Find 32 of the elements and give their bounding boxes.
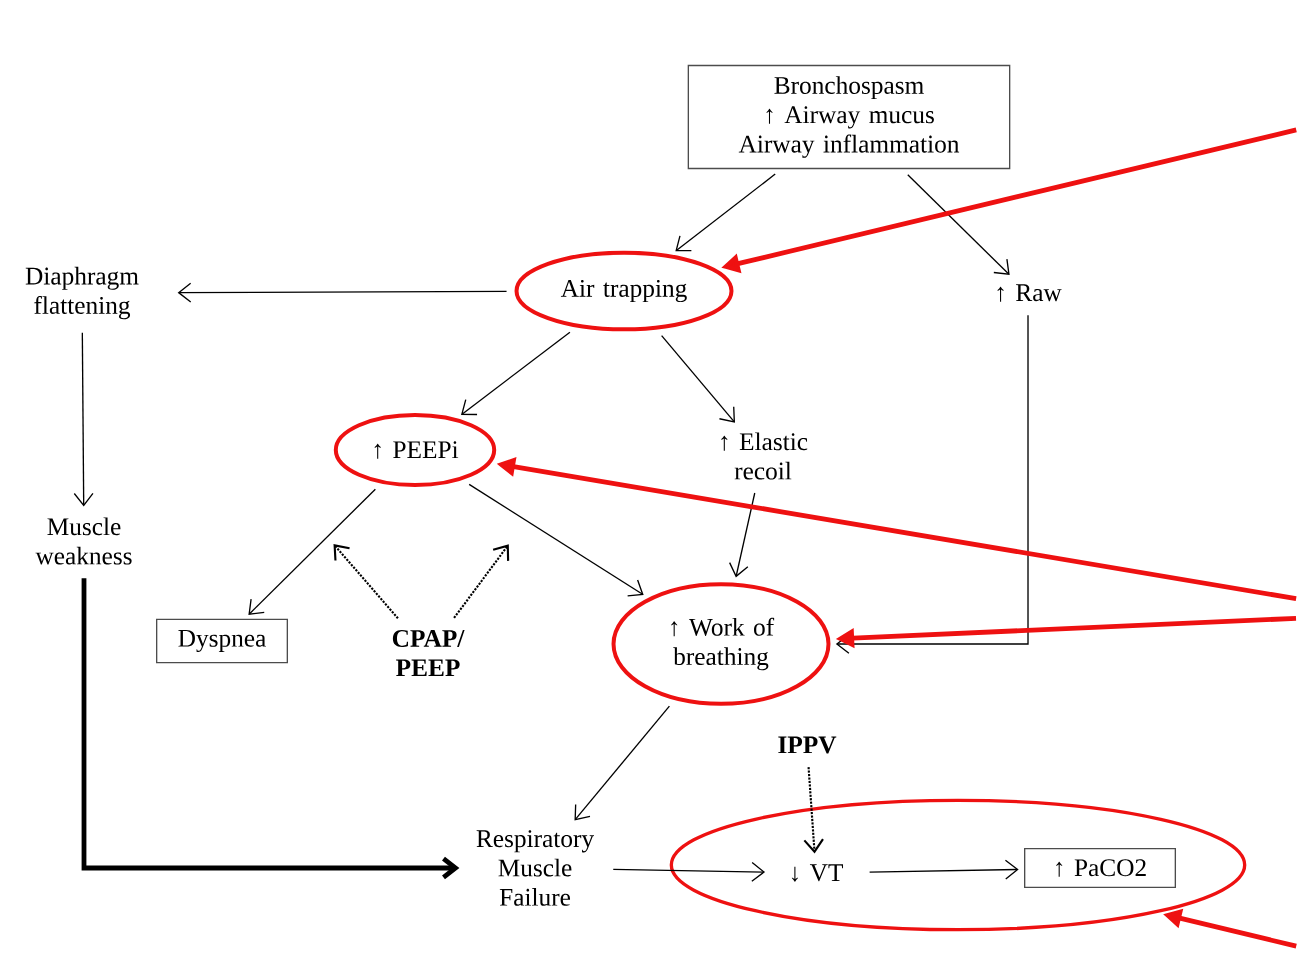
circled-text: ↑ Work of breathing bbox=[611, 582, 831, 706]
text-box: ↑ PaCO2 bbox=[1024, 847, 1176, 889]
arrow bbox=[468, 483, 644, 597]
arrow bbox=[461, 331, 571, 416]
node-text: ↑ Raw bbox=[997, 284, 1062, 302]
arrow bbox=[73, 332, 94, 507]
arrow bbox=[333, 544, 399, 619]
arrow bbox=[177, 282, 508, 303]
arrow bbox=[907, 174, 1010, 275]
arrow bbox=[612, 861, 766, 882]
arrow bbox=[868, 859, 1019, 880]
node-text: Diaphragm flattening bbox=[25, 266, 139, 320]
arrow bbox=[248, 488, 376, 615]
intervention-text: IPPV bbox=[778, 736, 837, 754]
arrow bbox=[660, 335, 735, 423]
node-text: Respiratory Muscle Failure bbox=[476, 830, 594, 906]
arrow bbox=[728, 492, 756, 578]
arrow bbox=[574, 705, 671, 821]
intervention-text: CPAP/ PEEP bbox=[392, 629, 465, 677]
node-text: ↑ Elastic recoil bbox=[721, 432, 808, 480]
arrow bbox=[81, 578, 460, 880]
node-text: ↓ VT bbox=[791, 864, 843, 882]
circled-text: ↑ PEEPi bbox=[333, 413, 497, 488]
arrow bbox=[803, 767, 824, 854]
text-box: Bronchospasm ↑ Airway mucus Airway inflammation bbox=[687, 64, 1011, 170]
node-text: Muscle weakness bbox=[35, 517, 132, 565]
text-box: Dyspnea bbox=[156, 618, 288, 664]
circled-group bbox=[669, 798, 1247, 932]
arrow bbox=[835, 314, 1029, 654]
arrow bbox=[675, 173, 776, 252]
circled-text: Air trapping bbox=[514, 250, 734, 332]
arrow bbox=[453, 544, 510, 619]
